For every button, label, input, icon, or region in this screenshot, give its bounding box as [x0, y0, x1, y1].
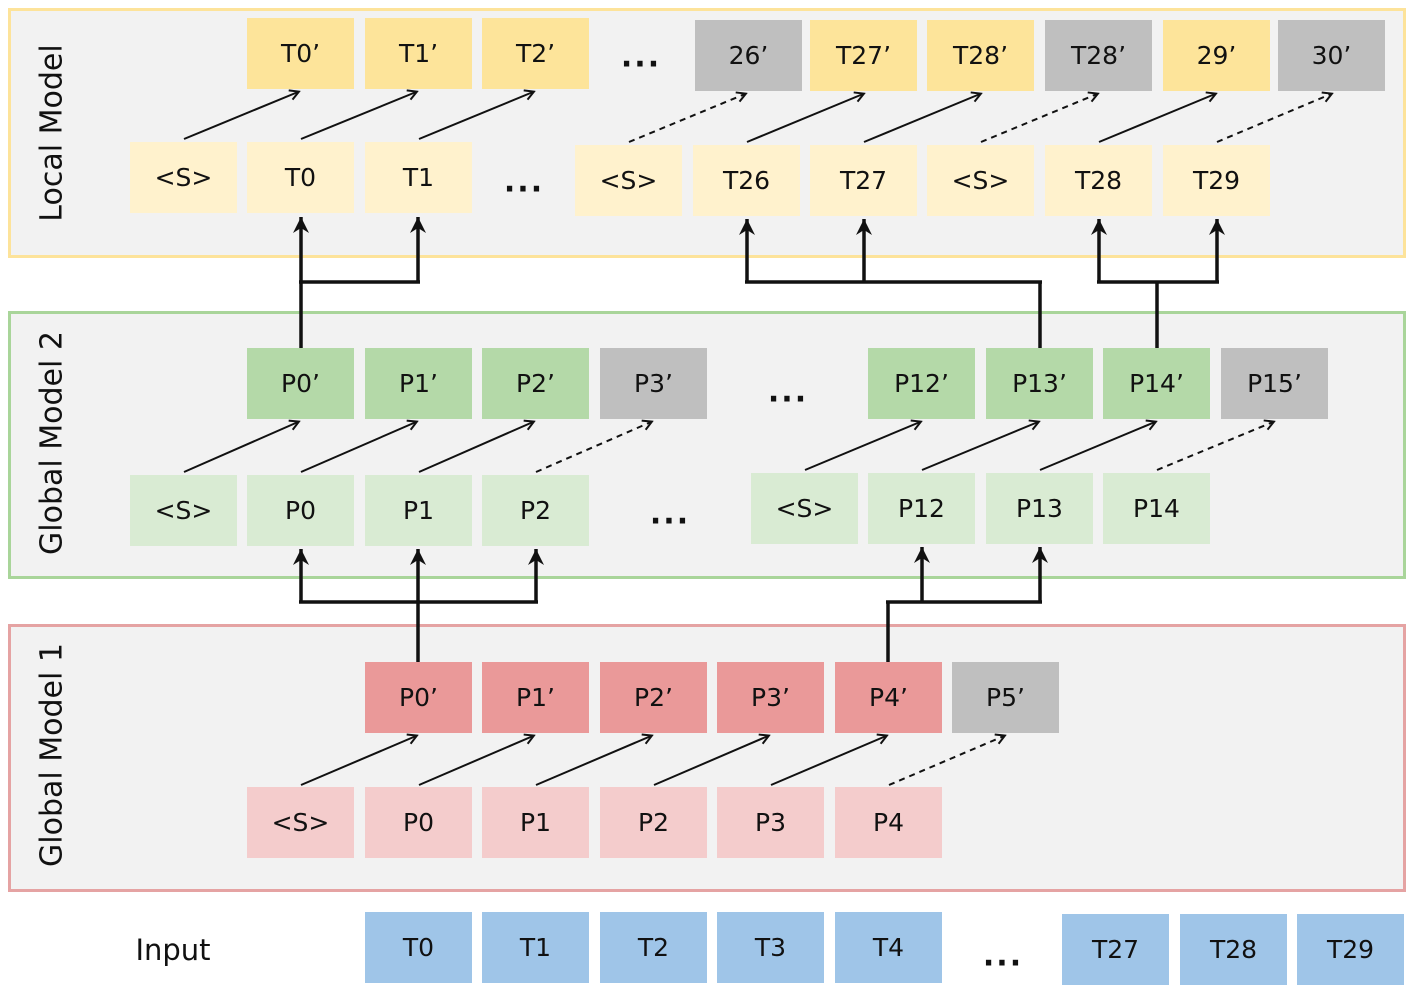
local-predict-arrow	[1098, 94, 1215, 143]
global1-predict-arrow	[653, 736, 768, 786]
global1-predict-arrow	[535, 736, 651, 786]
input-token: T2	[600, 912, 707, 983]
global2-output-token: P14’	[1103, 348, 1210, 419]
global2-predict-arrow	[1039, 422, 1155, 471]
local-output-token: T28’	[1045, 20, 1152, 91]
global2-predict-arrow	[921, 422, 1038, 471]
global2-input-token: P1	[365, 475, 472, 546]
global1-output-token: P3’	[717, 662, 824, 733]
global2-output-token: P15’	[1221, 348, 1328, 419]
local-predict-arrow	[183, 92, 298, 140]
global1-output-token: P1’	[482, 662, 589, 733]
global1-input-token: P0	[365, 787, 472, 858]
local-input-token: <S>	[575, 145, 682, 216]
input-token: T0	[365, 912, 472, 983]
global1-predict-arrow	[300, 736, 416, 786]
local-input-token: <S>	[927, 145, 1034, 216]
global2-predict-arrow	[183, 422, 298, 473]
local-output-token: 29’	[1163, 20, 1270, 91]
global2-predict-arrow	[418, 422, 533, 473]
local-output-token: T1’	[365, 18, 472, 89]
local-predict-arrow	[300, 92, 416, 140]
global1-input-token: <S>	[247, 787, 354, 858]
global1-output-token: P2’	[600, 662, 707, 733]
local-input-token: <S>	[130, 142, 237, 213]
global2-output-ellipsis: ...	[767, 374, 809, 410]
local-output-token: T27’	[810, 20, 917, 91]
global2-input-token: P13	[986, 473, 1093, 544]
local-output-token: T28’	[927, 20, 1034, 91]
global2-output-token: P2’	[482, 348, 589, 419]
local-predict-arrow	[418, 92, 533, 140]
global1-input-token: P3	[717, 787, 824, 858]
global1-predict-arrow-dashed	[888, 736, 1004, 786]
global1-output-token: P0’	[365, 662, 472, 733]
local-input-token: T29	[1163, 145, 1270, 216]
local-input-ellipsis: ...	[503, 164, 545, 200]
global1-predict-arrow	[770, 736, 886, 786]
global-model-1-panel	[8, 624, 1406, 892]
input-token: T3	[717, 912, 824, 983]
local-input-token: T26	[693, 145, 800, 216]
global1-predict-arrow	[418, 736, 533, 786]
global2-output-token: P1’	[365, 348, 472, 419]
global2-input-token: <S>	[130, 475, 237, 546]
local-output-token: T2’	[482, 18, 589, 89]
input-token: T1	[482, 912, 589, 983]
global2-predict-arrow-dashed	[1156, 422, 1273, 471]
local-output-token: 26’	[695, 20, 802, 91]
global2-predict-arrow	[300, 422, 416, 473]
global2-input-token: P0	[247, 475, 354, 546]
global2-input-ellipsis: ...	[649, 496, 691, 532]
global2-input-token: P12	[868, 473, 975, 544]
global1-output-token: P5’	[952, 662, 1059, 733]
local-predict-arrow-dashed	[628, 94, 745, 143]
local-output-ellipsis: ...	[620, 39, 662, 75]
input-ellipsis: ...	[982, 938, 1024, 974]
global2-output-token: P12’	[868, 348, 975, 419]
local-predict-arrow	[746, 94, 863, 143]
local-predict-arrow-dashed	[980, 94, 1097, 143]
local-input-token: T28	[1045, 145, 1152, 216]
global2-output-token: P3’	[600, 348, 707, 419]
global1-input-token: P2	[600, 787, 707, 858]
global2-input-token: <S>	[751, 473, 858, 544]
local-input-token: T27	[810, 145, 917, 216]
local-input-token: T1	[365, 142, 472, 213]
input-token: T28	[1180, 914, 1287, 985]
local-output-token: 30’	[1278, 20, 1385, 91]
input-token: T29	[1297, 914, 1404, 985]
local-input-token: T0	[247, 142, 354, 213]
local-predict-arrow-dashed	[1216, 94, 1331, 143]
global2-input-token: P14	[1103, 473, 1210, 544]
input-label: Input	[135, 933, 211, 967]
global1-input-token: P4	[835, 787, 942, 858]
local-predict-arrow	[863, 94, 980, 143]
global2-output-token: P0’	[247, 348, 354, 419]
global2-predict-arrow-dashed	[535, 422, 651, 473]
global2-output-token: P13’	[986, 348, 1093, 419]
global1-input-token: P1	[482, 787, 589, 858]
local-output-token: T0’	[247, 18, 354, 89]
global1-output-token: P4’	[835, 662, 942, 733]
input-token: T27	[1062, 914, 1169, 985]
input-token: T4	[835, 912, 942, 983]
global2-predict-arrow	[804, 422, 920, 471]
global2-input-token: P2	[482, 475, 589, 546]
